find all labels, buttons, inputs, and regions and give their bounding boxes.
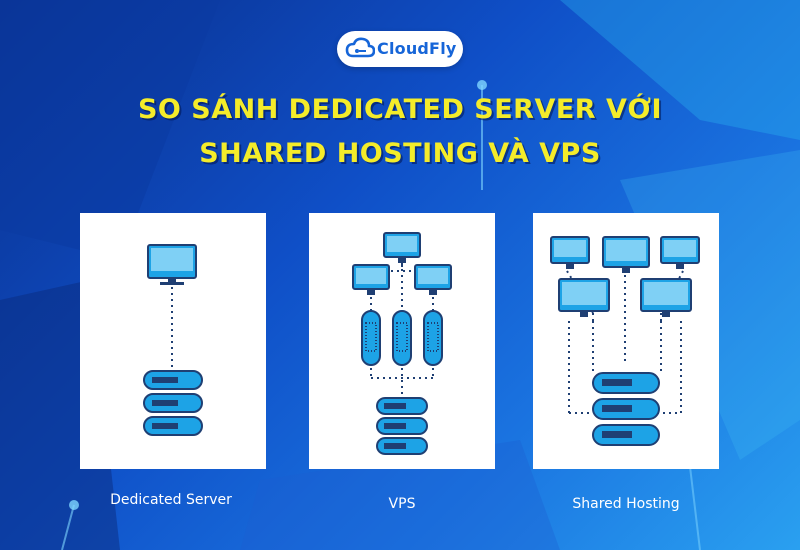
vps-diagram [352,232,452,455]
server-stack-icon [592,372,660,446]
server-stack-icon [376,397,428,455]
monitor-icon [660,236,700,269]
panel-vps [309,213,495,469]
cloud-icon [345,37,375,58]
monitor-icon [602,236,650,273]
vps-node-icon [361,310,443,366]
monitor-icon [640,278,692,317]
brand-name: CloudFly [377,39,457,58]
shared-hosting-diagram [550,236,700,446]
monitor-icon [352,264,390,295]
page-title-line-2: SHARED HOSTING VÀ VPS [199,138,601,169]
monitor-icon [414,264,452,295]
page-title-line-1: SO SÁNH DEDICATED SERVER VỚI [137,94,663,125]
caption-shared-hosting: Shared Hosting [572,496,680,512]
brand-logo: CloudFly [337,31,463,67]
monitor-icon [383,232,421,263]
caption-dedicated-server: Dedicated Server [110,492,232,508]
panel-dedicated-server [80,213,266,469]
monitor-icon [558,278,610,317]
caption-vps: VPS [388,496,416,512]
panel-shared-hosting [533,213,719,469]
dedicated-server-diagram [143,244,203,436]
monitor-icon [550,236,590,269]
server-stack-icon [143,370,203,436]
monitor-icon [147,244,197,285]
